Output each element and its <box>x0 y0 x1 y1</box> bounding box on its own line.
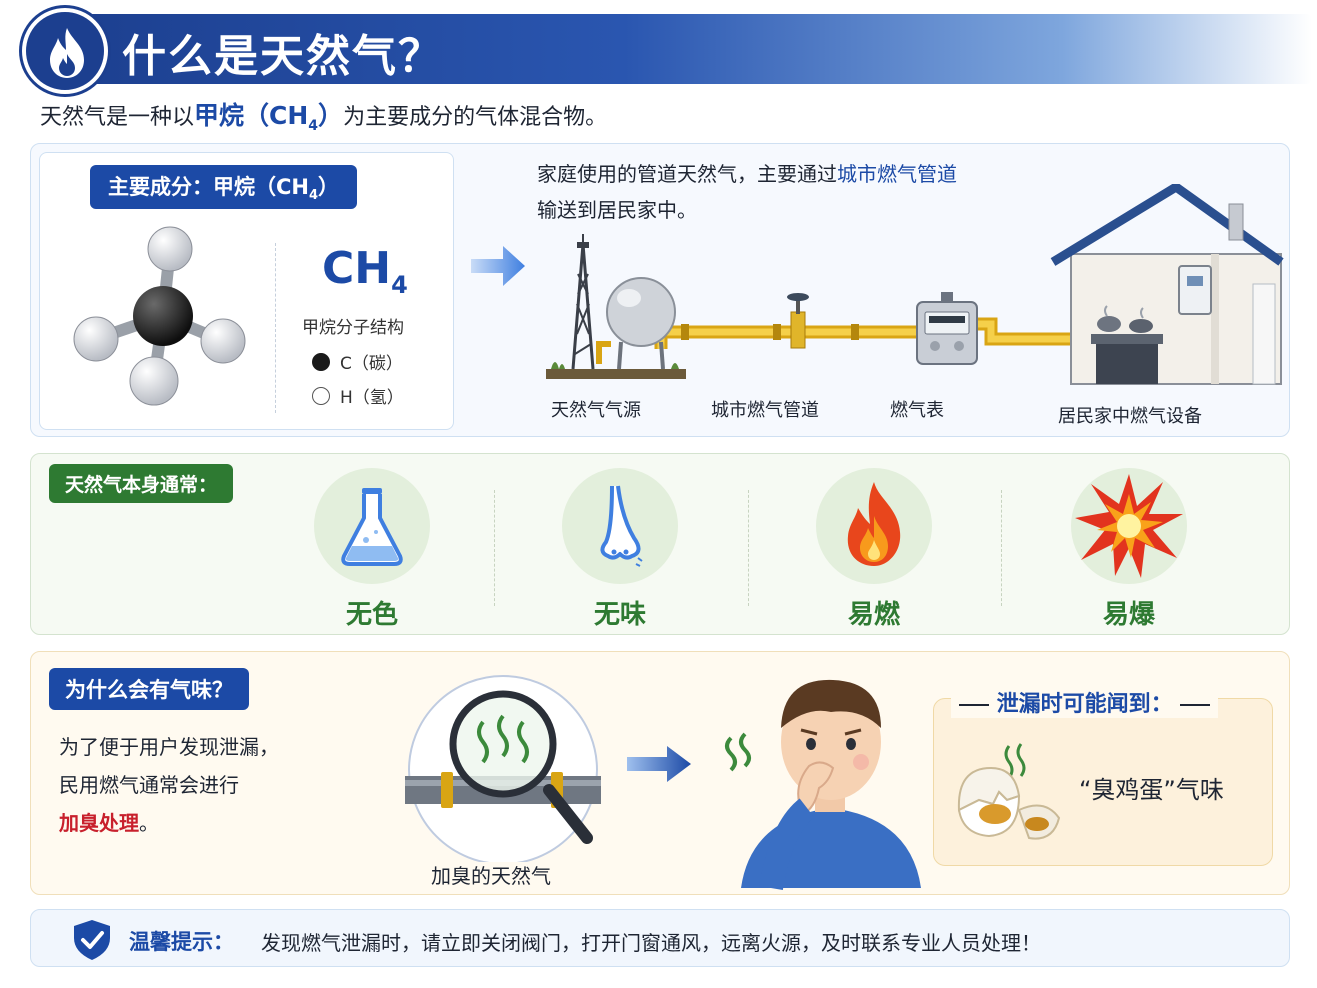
legend-hydrogen-label: H（氢） <box>340 388 404 408</box>
gas-source-icon <box>546 234 686 379</box>
composition-title-text: 主要成分：甲烷（CH <box>108 175 309 199</box>
property-colorless: 无色 <box>307 468 437 631</box>
gas-meter-icon <box>916 292 978 365</box>
safety-tip-bar: 温馨提示： 发现燃气泄漏时，请立即关闭阀门，打开门窗通风，远离火源，及时联系专业… <box>30 909 1290 967</box>
property-circle <box>562 468 678 584</box>
why-end: 。 <box>139 811 159 835</box>
title-line-left <box>959 704 989 706</box>
pipeline-illustration <box>546 184 1284 385</box>
odorization-highlight: 加臭处理 <box>59 811 139 835</box>
right-arrow-icon <box>627 746 691 782</box>
property-divider <box>494 490 495 606</box>
odor-panel: 为什么会有气味？ 为了便于用户发现泄漏， 民用燃气通常会进行 加臭处理。 加臭的… <box>30 651 1290 895</box>
delivery-suffix: 输送到居民家中。 <box>537 198 697 222</box>
structure-caption: 甲烷分子结构 <box>302 318 404 338</box>
magnifier-pipe-icon <box>405 675 601 862</box>
formula-main: CH <box>322 243 392 294</box>
carbon-dot-icon <box>312 352 330 371</box>
property-flammable: 易燃 <box>809 468 939 631</box>
property-circle <box>816 468 932 584</box>
legend-carbon: C（碳） <box>312 349 403 374</box>
delivery-prefix: 家庭使用的管道天然气，主要通过 <box>537 162 837 186</box>
tip-label: 温馨提示： <box>129 930 234 954</box>
property-explosive: 易爆 <box>1064 468 1194 631</box>
composition-title-sub: 4 <box>309 188 319 204</box>
property-label: 无色 <box>345 600 398 630</box>
why-smell-text: 为了便于用户发现泄漏， 民用燃气通常会进行 加臭处理。 <box>59 728 279 842</box>
legend-carbon-label: C（碳） <box>340 354 403 374</box>
property-circle <box>314 468 430 584</box>
fire-icon <box>847 482 901 566</box>
properties-panel: 天然气本身通常： 无色 无味 <box>30 453 1290 635</box>
why-line-2: 民用燃气通常会进行 <box>59 773 239 797</box>
person-smelling-icon <box>725 679 921 891</box>
intro-highlight-close: ） <box>318 101 344 130</box>
intro-highlight-sub: 4 <box>308 118 319 134</box>
valve-icon <box>787 293 809 349</box>
intro-highlight-text: 甲烷（CH <box>194 101 309 130</box>
card-divider <box>275 243 276 413</box>
intro-text: 天然气是一种以甲烷（CH4）为主要成分的气体混合物。 <box>40 96 607 134</box>
delivery-highlight: 城市燃气管道 <box>837 162 957 186</box>
property-circle <box>1071 468 1187 584</box>
property-label: 易爆 <box>1102 600 1155 630</box>
header-badge <box>22 8 108 94</box>
tip-text: 发现燃气泄漏时，请立即关闭阀门，打开门窗通风，远离火源，及时联系专业人员处理！ <box>261 931 1041 955</box>
methane-formula: CH4 <box>322 243 408 299</box>
composition-title-close: ） <box>318 175 340 199</box>
property-odorless: 无味 <box>555 468 685 631</box>
formula-sub: 4 <box>391 270 408 299</box>
leak-smell-title: 泄漏时可能闻到： <box>951 686 1219 718</box>
rotten-egg-smell-text: “臭鸡蛋”气味 <box>1079 776 1224 804</box>
why-line-1: 为了便于用户发现泄漏， <box>59 735 279 759</box>
explosion-icon <box>1075 474 1183 578</box>
methane-molecule-icon <box>73 226 246 406</box>
legend-hydrogen: H（氢） <box>312 383 404 408</box>
stage-label: 城市燃气管道 <box>711 400 819 421</box>
stage-label: 居民家中燃气设备 <box>1058 406 1202 427</box>
intro-suffix: 为主要成分的气体混合物。 <box>343 105 608 130</box>
flame-icon <box>50 28 84 78</box>
property-divider <box>1001 490 1002 606</box>
composition-panel: 主要成分：甲烷（CH4） CH4 甲烷分子结构 C（碳） H（氢） <box>30 143 1290 437</box>
header: 什么是天然气？ <box>22 8 1312 94</box>
composition-title: 主要成分：甲烷（CH4） <box>90 165 358 210</box>
nose-icon <box>600 485 643 567</box>
why-smell-title: 为什么会有气味？ <box>49 668 249 710</box>
intro-prefix: 天然气是一种以 <box>40 105 195 130</box>
header-bar <box>62 14 1312 84</box>
flask-icon <box>341 488 403 566</box>
rotten-egg-icon <box>957 743 1061 840</box>
shield-check-icon <box>74 920 110 960</box>
delivery-text: 家庭使用的管道天然气，主要通过城市燃气管道 输送到居民家中。 <box>537 156 1097 228</box>
intro-highlight: 甲烷（CH4） <box>194 101 344 134</box>
leak-title-text: 泄漏时可能闻到： <box>996 692 1173 717</box>
title-line-right <box>1180 704 1211 706</box>
stage-label: 天然气气源 <box>551 400 641 421</box>
house-icon <box>1050 184 1284 385</box>
hydrogen-dot-icon <box>312 386 330 405</box>
page-title: 什么是天然气？ <box>122 31 444 82</box>
property-divider <box>748 490 749 606</box>
property-label: 无味 <box>593 600 646 630</box>
properties-title: 天然气本身通常： <box>49 464 234 503</box>
methane-card: 主要成分：甲烷（CH4） CH4 甲烷分子结构 C（碳） H（氢） <box>39 152 454 430</box>
property-label: 易燃 <box>847 600 900 630</box>
stage-label: 燃气表 <box>890 400 944 421</box>
right-arrow-icon <box>471 246 525 286</box>
odorized-gas-label: 加臭的天然气 <box>431 864 551 888</box>
